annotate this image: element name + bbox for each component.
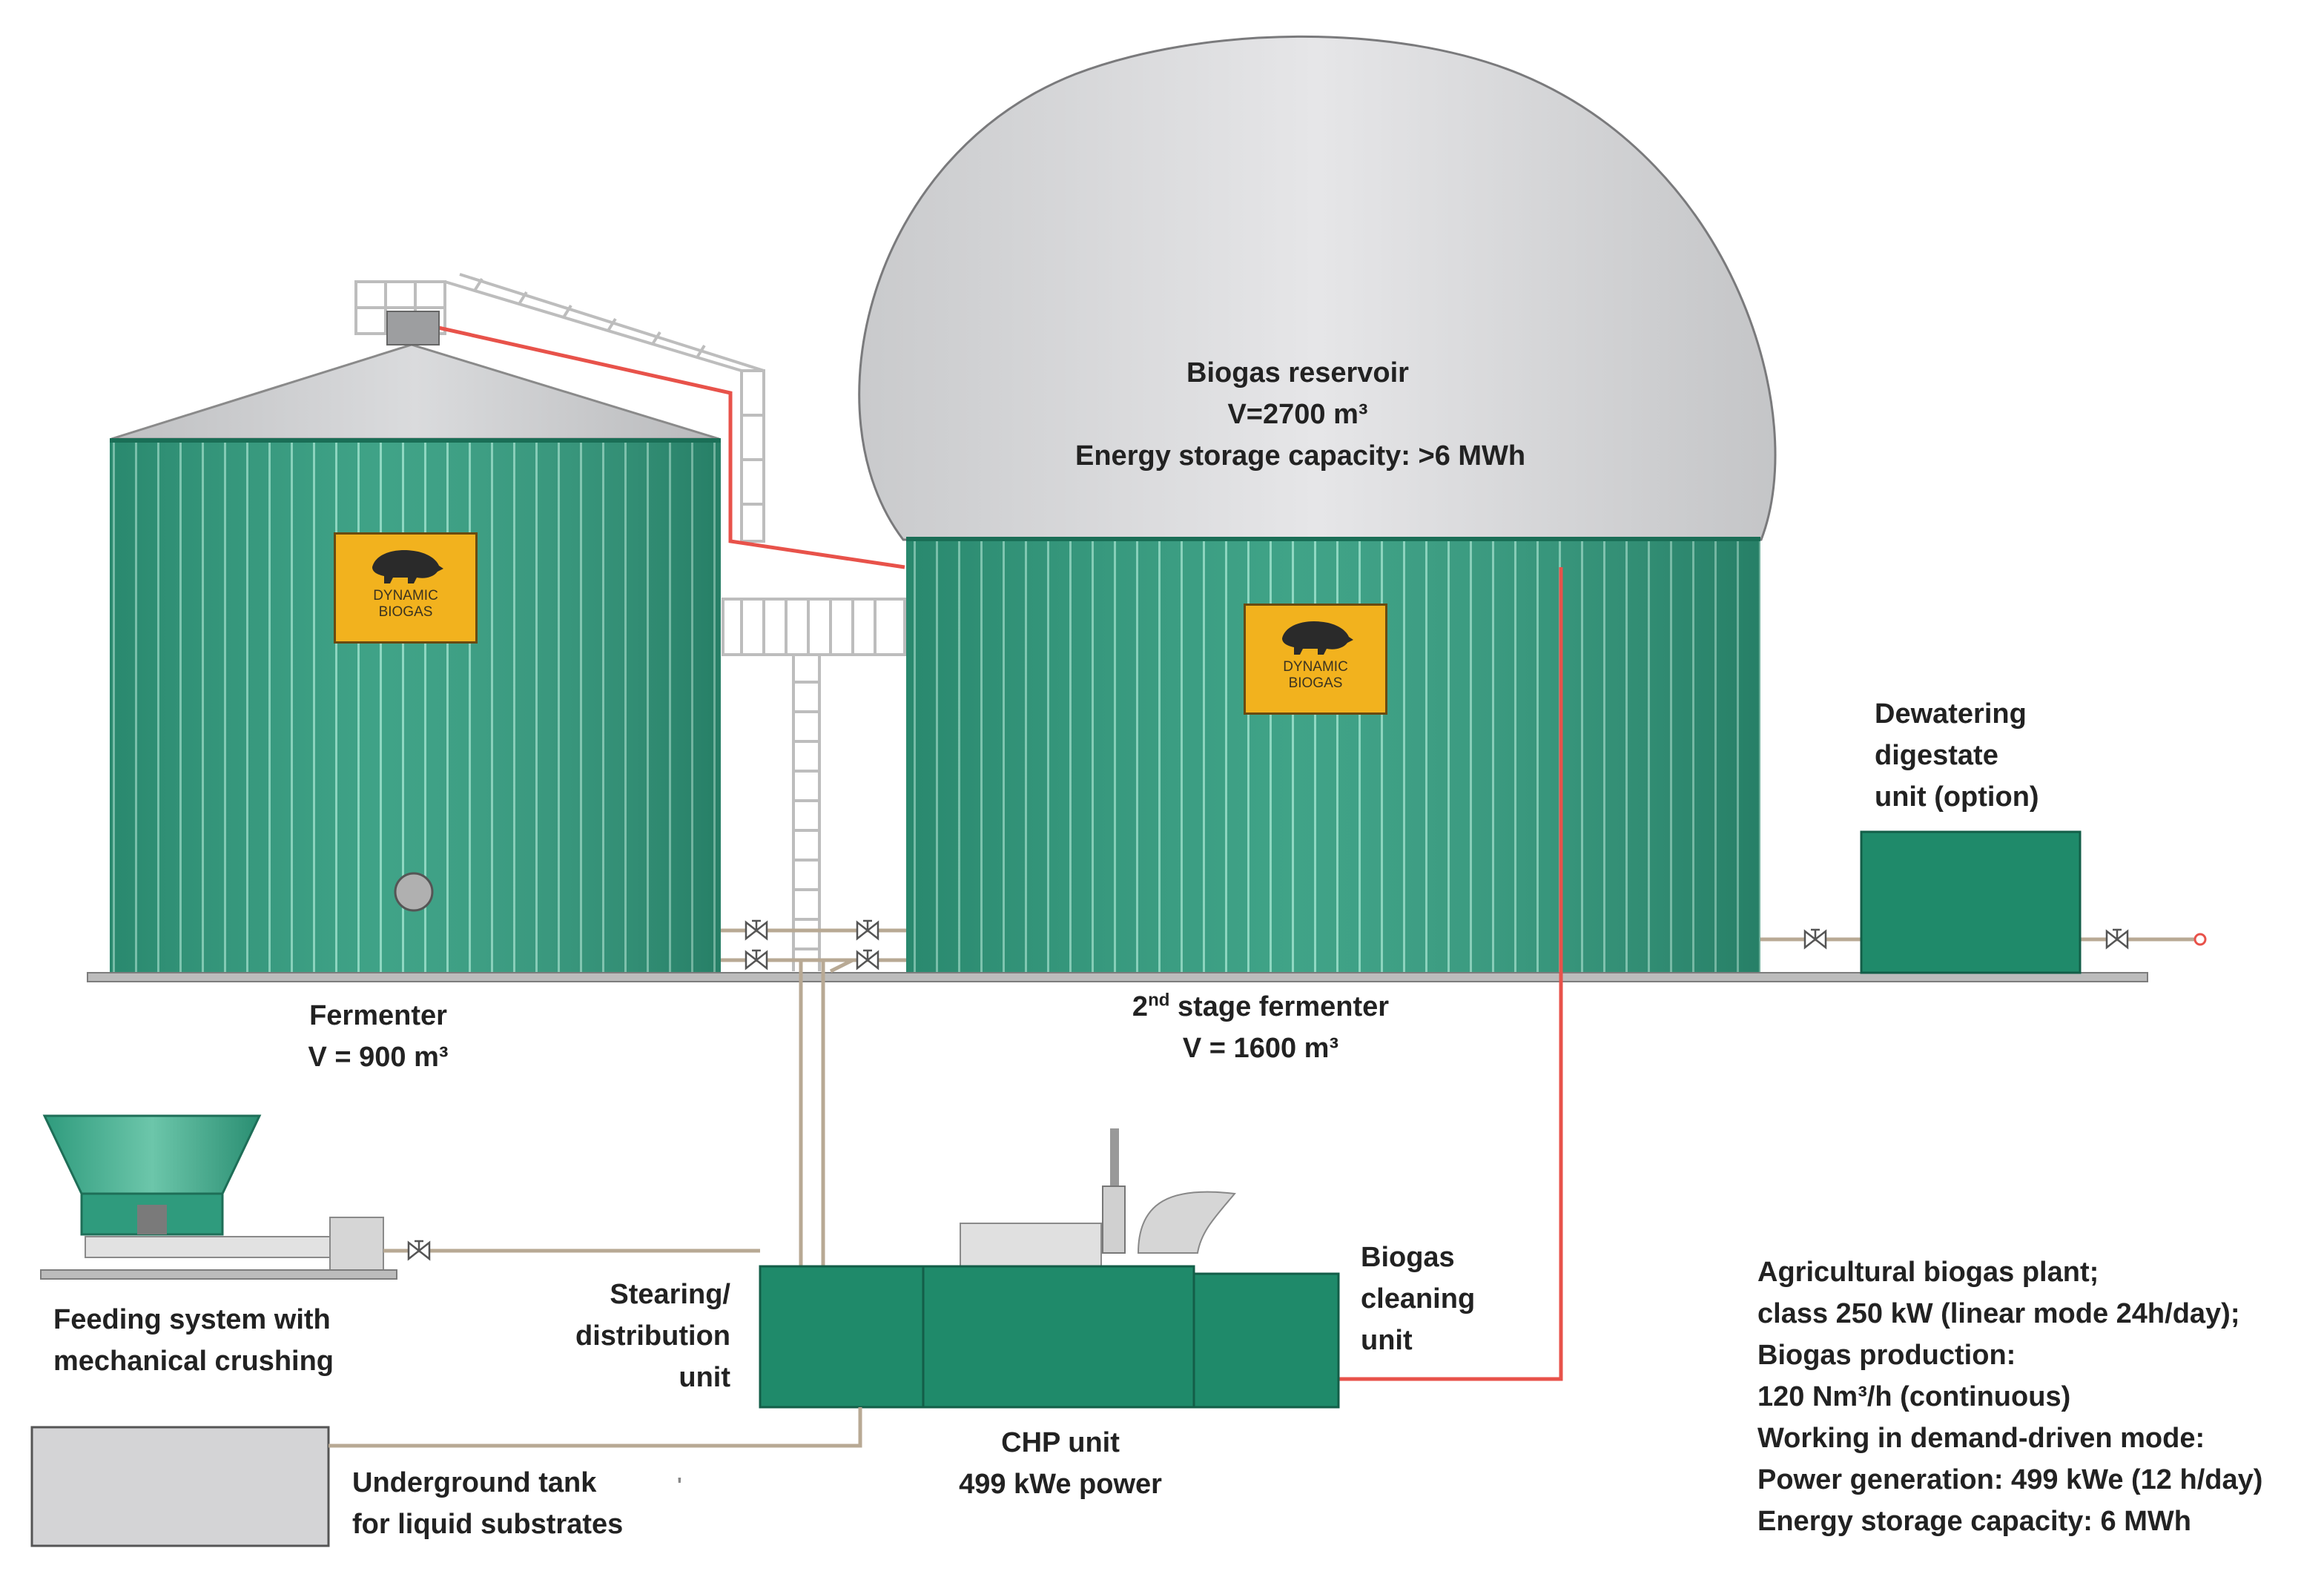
reservoir-volume: V=2700 m³	[1227, 399, 1368, 430]
spec-line: Biogas production:	[1757, 1340, 2016, 1371]
tank-line-1: Underground tank	[352, 1467, 597, 1498]
access-stairs	[354, 273, 906, 971]
reservoir-capacity: Energy storage capacity: >6 MWh	[1075, 440, 1526, 472]
feeding-system	[40, 1114, 760, 1280]
distribution-line-1: Stearing/	[610, 1279, 730, 1310]
cleaning-line-1: Biogas	[1361, 1242, 1455, 1273]
spec-line: Agricultural biogas plant;	[1757, 1257, 2099, 1288]
second-fermenter-title: 2nd stage fermenter	[1075, 986, 1446, 1028]
distribution-line-3: unit	[679, 1362, 730, 1393]
chp-line-1: CHP unit	[1001, 1427, 1120, 1458]
ground-line	[87, 972, 2148, 982]
transfer-valves	[721, 919, 906, 970]
boar-icon	[372, 549, 443, 583]
dewatering-line-2: digestate	[1875, 740, 1998, 771]
fermenter-title: Fermenter	[309, 1000, 447, 1031]
second-fermenter-title-rest: stage fermenter	[1169, 991, 1390, 1022]
feeding-line-2: mechanical crushing	[53, 1346, 334, 1377]
logo-line-2: BIOGAS	[1288, 675, 1343, 691]
spec-line: 120 Nm³/h (continuous)	[1757, 1381, 2071, 1412]
reservoir-title: Biogas reservoir	[1186, 357, 1409, 388]
chp-line-2: 499 kWe power	[959, 1469, 1162, 1500]
distribution-label: Stearing/ distribution unit	[519, 1274, 730, 1398]
second-fermenter-label: 2nd stage fermenter V = 1600 m³	[1075, 986, 1446, 1069]
gas-pipe-fermenter	[415, 320, 905, 569]
plant-specs: Agricultural biogas plant; class 250 kW …	[1757, 1251, 2262, 1542]
gas-pipe-cleaning	[1338, 567, 1563, 1381]
second-fermenter-ordinal: 2	[1132, 991, 1149, 1022]
logo-line-2: BIOGAS	[378, 604, 433, 620]
chp-block	[759, 1128, 1340, 1409]
tank-line-2: for liquid substrates	[352, 1509, 624, 1540]
feeding-label: Feeding system with mechanical crushing	[53, 1299, 334, 1382]
spec-line: Power generation: 499 kWe (12 h/day)	[1757, 1464, 2263, 1495]
dynamic-biogas-logo-fermenter: DYNAMIC BIOGAS	[334, 532, 478, 644]
distribution-line-2: distribution	[575, 1320, 730, 1352]
fermenter-label: Fermenter V = 900 m³	[267, 995, 489, 1078]
second-fermenter-volume: V = 1600 m³	[1182, 1033, 1339, 1064]
cleaning-line-2: cleaning	[1361, 1283, 1476, 1315]
tank-label: Underground tank for liquid substrates	[352, 1462, 623, 1545]
fermenter-volume: V = 900 m³	[308, 1042, 449, 1073]
logo-line-1: DYNAMIC	[1283, 659, 1348, 675]
dewatering-line-1: Dewatering	[1875, 698, 2027, 730]
dewatering-label: Dewatering digestate unit (option)	[1875, 693, 2039, 818]
second-fermenter-ordinal-suffix: nd	[1148, 990, 1170, 1011]
liquid-pipe-distribution	[799, 958, 854, 1268]
spec-line: Energy storage capacity: 6 MWh	[1757, 1506, 2191, 1537]
cleaning-line-3: unit	[1361, 1325, 1413, 1356]
chp-label: CHP unit 499 kWe power	[905, 1422, 1216, 1505]
stray-mark: '	[677, 1473, 682, 1496]
dewatering-line-3: unit (option)	[1875, 781, 2039, 813]
boar-icon	[1282, 621, 1353, 655]
dynamic-biogas-logo-second-fermenter: DYNAMIC BIOGAS	[1244, 604, 1387, 715]
feeding-line-1: Feeding system with	[53, 1304, 331, 1335]
fermenter-tank	[110, 311, 721, 976]
underground-tank	[30, 1407, 862, 1547]
dewatering-unit	[1760, 830, 2207, 974]
spec-line: class 250 kW (linear mode 24h/day);	[1757, 1298, 2240, 1329]
spec-line: Working in demand-driven mode:	[1757, 1423, 2205, 1454]
reservoir-label: Biogas reservoir V=2700 m³ Energy storag…	[1075, 352, 1526, 477]
logo-line-1: DYNAMIC	[373, 588, 438, 604]
cleaning-label: Biogas cleaning unit	[1361, 1237, 1475, 1361]
biogas-reservoir-dome	[858, 35, 1777, 541]
